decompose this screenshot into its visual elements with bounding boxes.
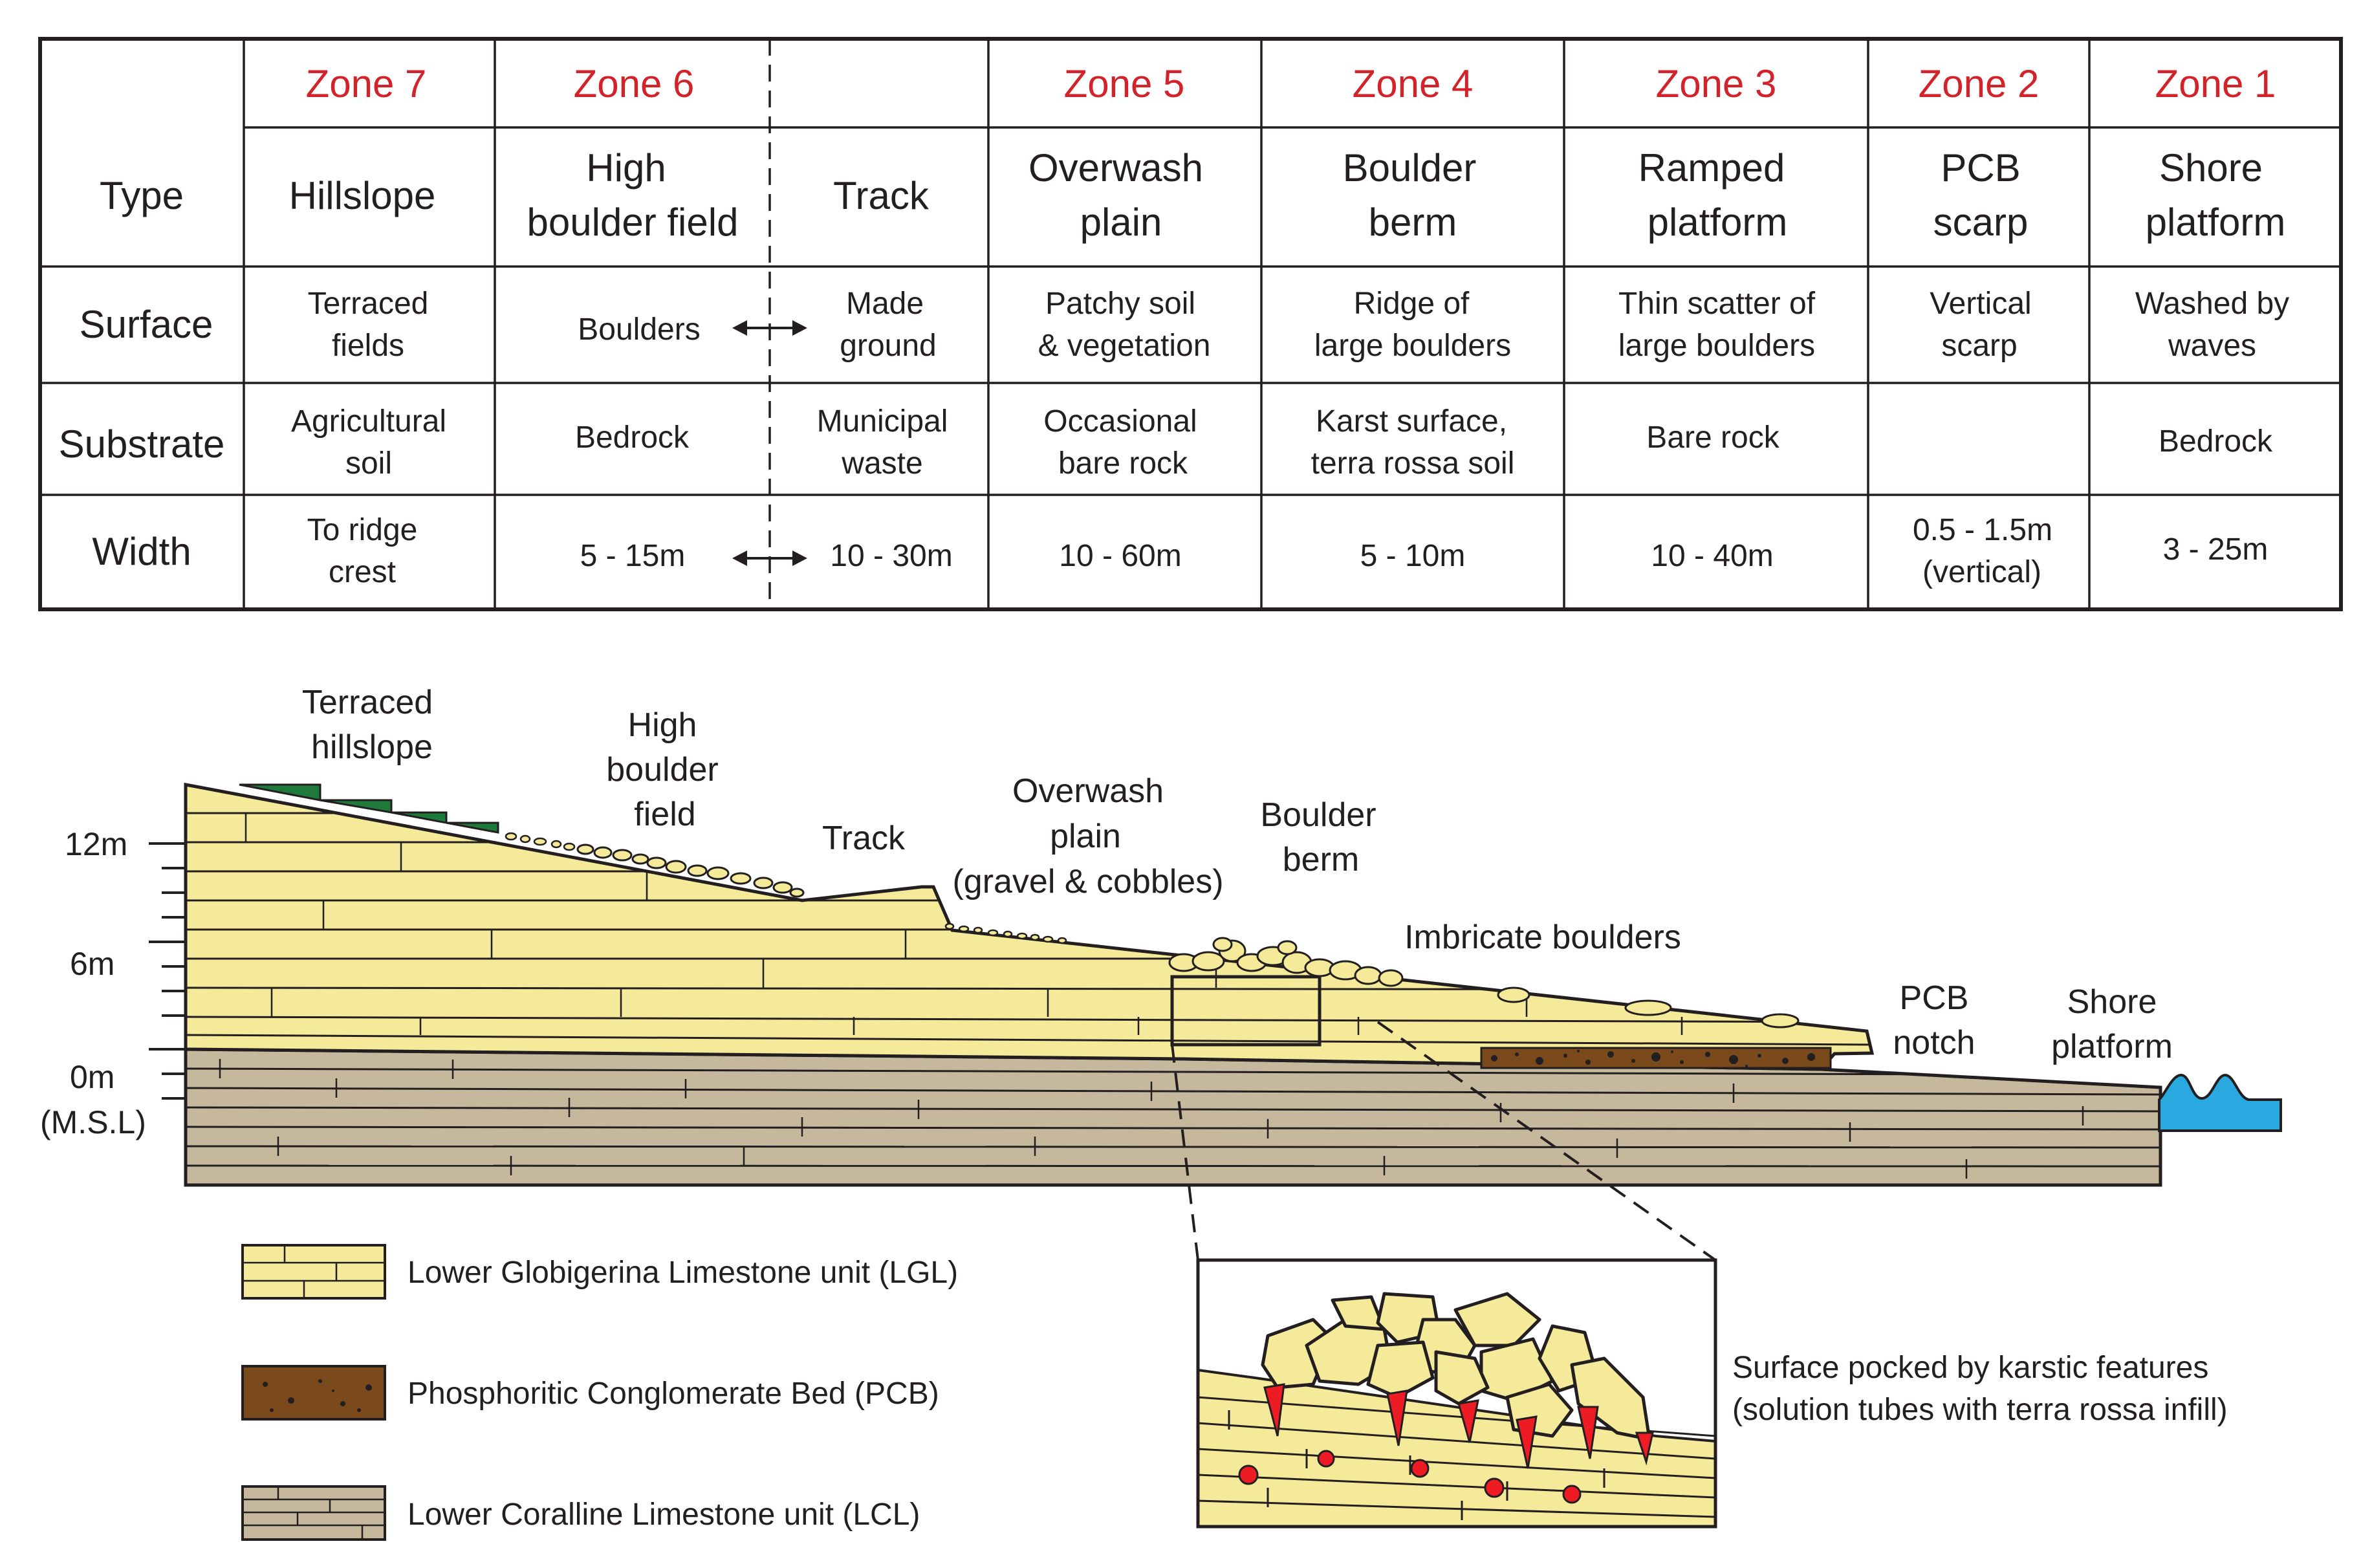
- width-cell-zone6: 5 - 15m: [580, 539, 686, 573]
- terraced-fields: [239, 783, 499, 834]
- inset-frame: [1196, 1258, 1717, 1529]
- label-track: Track: [822, 820, 906, 857]
- zone-header-5: Zone 5: [1064, 62, 1185, 105]
- row-header-surface: Surface: [80, 303, 213, 346]
- legend-label-pcb: Phosphoritic Conglomerate Bed (PCB): [408, 1377, 939, 1411]
- type-cell-track: Track: [833, 174, 930, 217]
- row-header-type: Type: [100, 174, 184, 217]
- solution-tubes: [1238, 1383, 1654, 1504]
- row-header-substrate: Substrate: [59, 422, 225, 466]
- width-cell-zone2: 0.5 - 1.5m(vertical): [1913, 513, 2052, 589]
- width-cell-zone3: 10 - 40m: [1651, 539, 1773, 573]
- surface-cell-zone6: Boulders: [578, 312, 700, 347]
- zonation-table: Zone 7 Zone 6 Zone 5 Zone 4 Zone 3 Zone …: [38, 37, 2343, 611]
- label-imbricate-boulders: Imbricate boulders: [1404, 919, 1681, 956]
- legend-swatch-pcb: [241, 1365, 386, 1421]
- inset-caption: Surface pocked by karstic features(solut…: [1732, 1351, 2228, 1427]
- lgl-unit: [184, 782, 1875, 1071]
- legend-swatch-lcl: [241, 1485, 386, 1541]
- substrate-cell-zone6: Bedrock: [575, 420, 690, 455]
- high-boulder-field-boulders: [576, 844, 805, 898]
- imbricate-boulders: [1497, 986, 1800, 1029]
- table-border: [38, 37, 2343, 611]
- surface-cell-zone5: Patchy soil& vegetation: [1038, 287, 1211, 363]
- karst-inset: Surface pocked by karstic features(solut…: [1171, 1021, 2228, 1529]
- width-cell-track: 10 - 30m: [830, 539, 952, 573]
- elevation-datum: (M.S.L): [40, 1104, 146, 1140]
- width-cell-zone5: 10 - 60m: [1059, 539, 1181, 573]
- gravel-scatter: [505, 832, 1067, 944]
- zone-header-3: Zone 3: [1656, 62, 1777, 105]
- pcb-layer: [1480, 1047, 1832, 1069]
- boulder-berm-boulders: [1168, 937, 1404, 987]
- inset-leader-left: [1171, 1044, 1199, 1261]
- zone-header-7: Zone 7: [306, 62, 427, 105]
- elevation-tick-0m: 0m: [70, 1059, 114, 1095]
- width-cell-zone1: 3 - 25m: [2163, 532, 2269, 567]
- elevation-axis: [149, 785, 187, 1185]
- inset-leader-right: [1376, 1021, 1717, 1261]
- legend-label-lcl: Lower Coralline Limestone unit (LCL): [408, 1497, 920, 1532]
- zone-header-1: Zone 1: [2155, 62, 2276, 105]
- elevation-tick-12m: 12m: [65, 826, 127, 862]
- zone-header-6: Zone 6: [574, 62, 695, 105]
- type-cell-zone7: Hillslope: [289, 174, 436, 217]
- zone6-track-double-arrow: [732, 320, 807, 336]
- table-grid: [40, 39, 2341, 609]
- substrate-cell-zone3: Bare rock: [1646, 420, 1779, 455]
- legend-label-lgl: Lower Globigerina Limestone unit (LGL): [408, 1256, 958, 1290]
- legend: Lower Globigerina Limestone unit (LGL) P…: [241, 1244, 958, 1541]
- legend-swatch-lgl: [241, 1244, 386, 1300]
- width-cell-zone4: 5 - 10m: [1360, 539, 1466, 573]
- zone-header-2: Zone 2: [1919, 62, 2040, 105]
- row-header-width: Width: [92, 530, 191, 573]
- berm-inset-frame: [1170, 975, 1322, 1047]
- inset-boulders: [1261, 1292, 1651, 1441]
- substrate-cell-zone1: Bedrock: [2159, 424, 2273, 459]
- sea-waves: [2158, 1073, 2282, 1132]
- substrate-cell-zone4: Karst surface,terra rossa soil: [1311, 404, 1515, 481]
- lcl-bedding-lines: [186, 1059, 2160, 1179]
- width-double-arrow: [732, 550, 807, 566]
- zone-header-4: Zone 4: [1353, 62, 1474, 105]
- elevation-tick-6m: 6m: [70, 946, 114, 982]
